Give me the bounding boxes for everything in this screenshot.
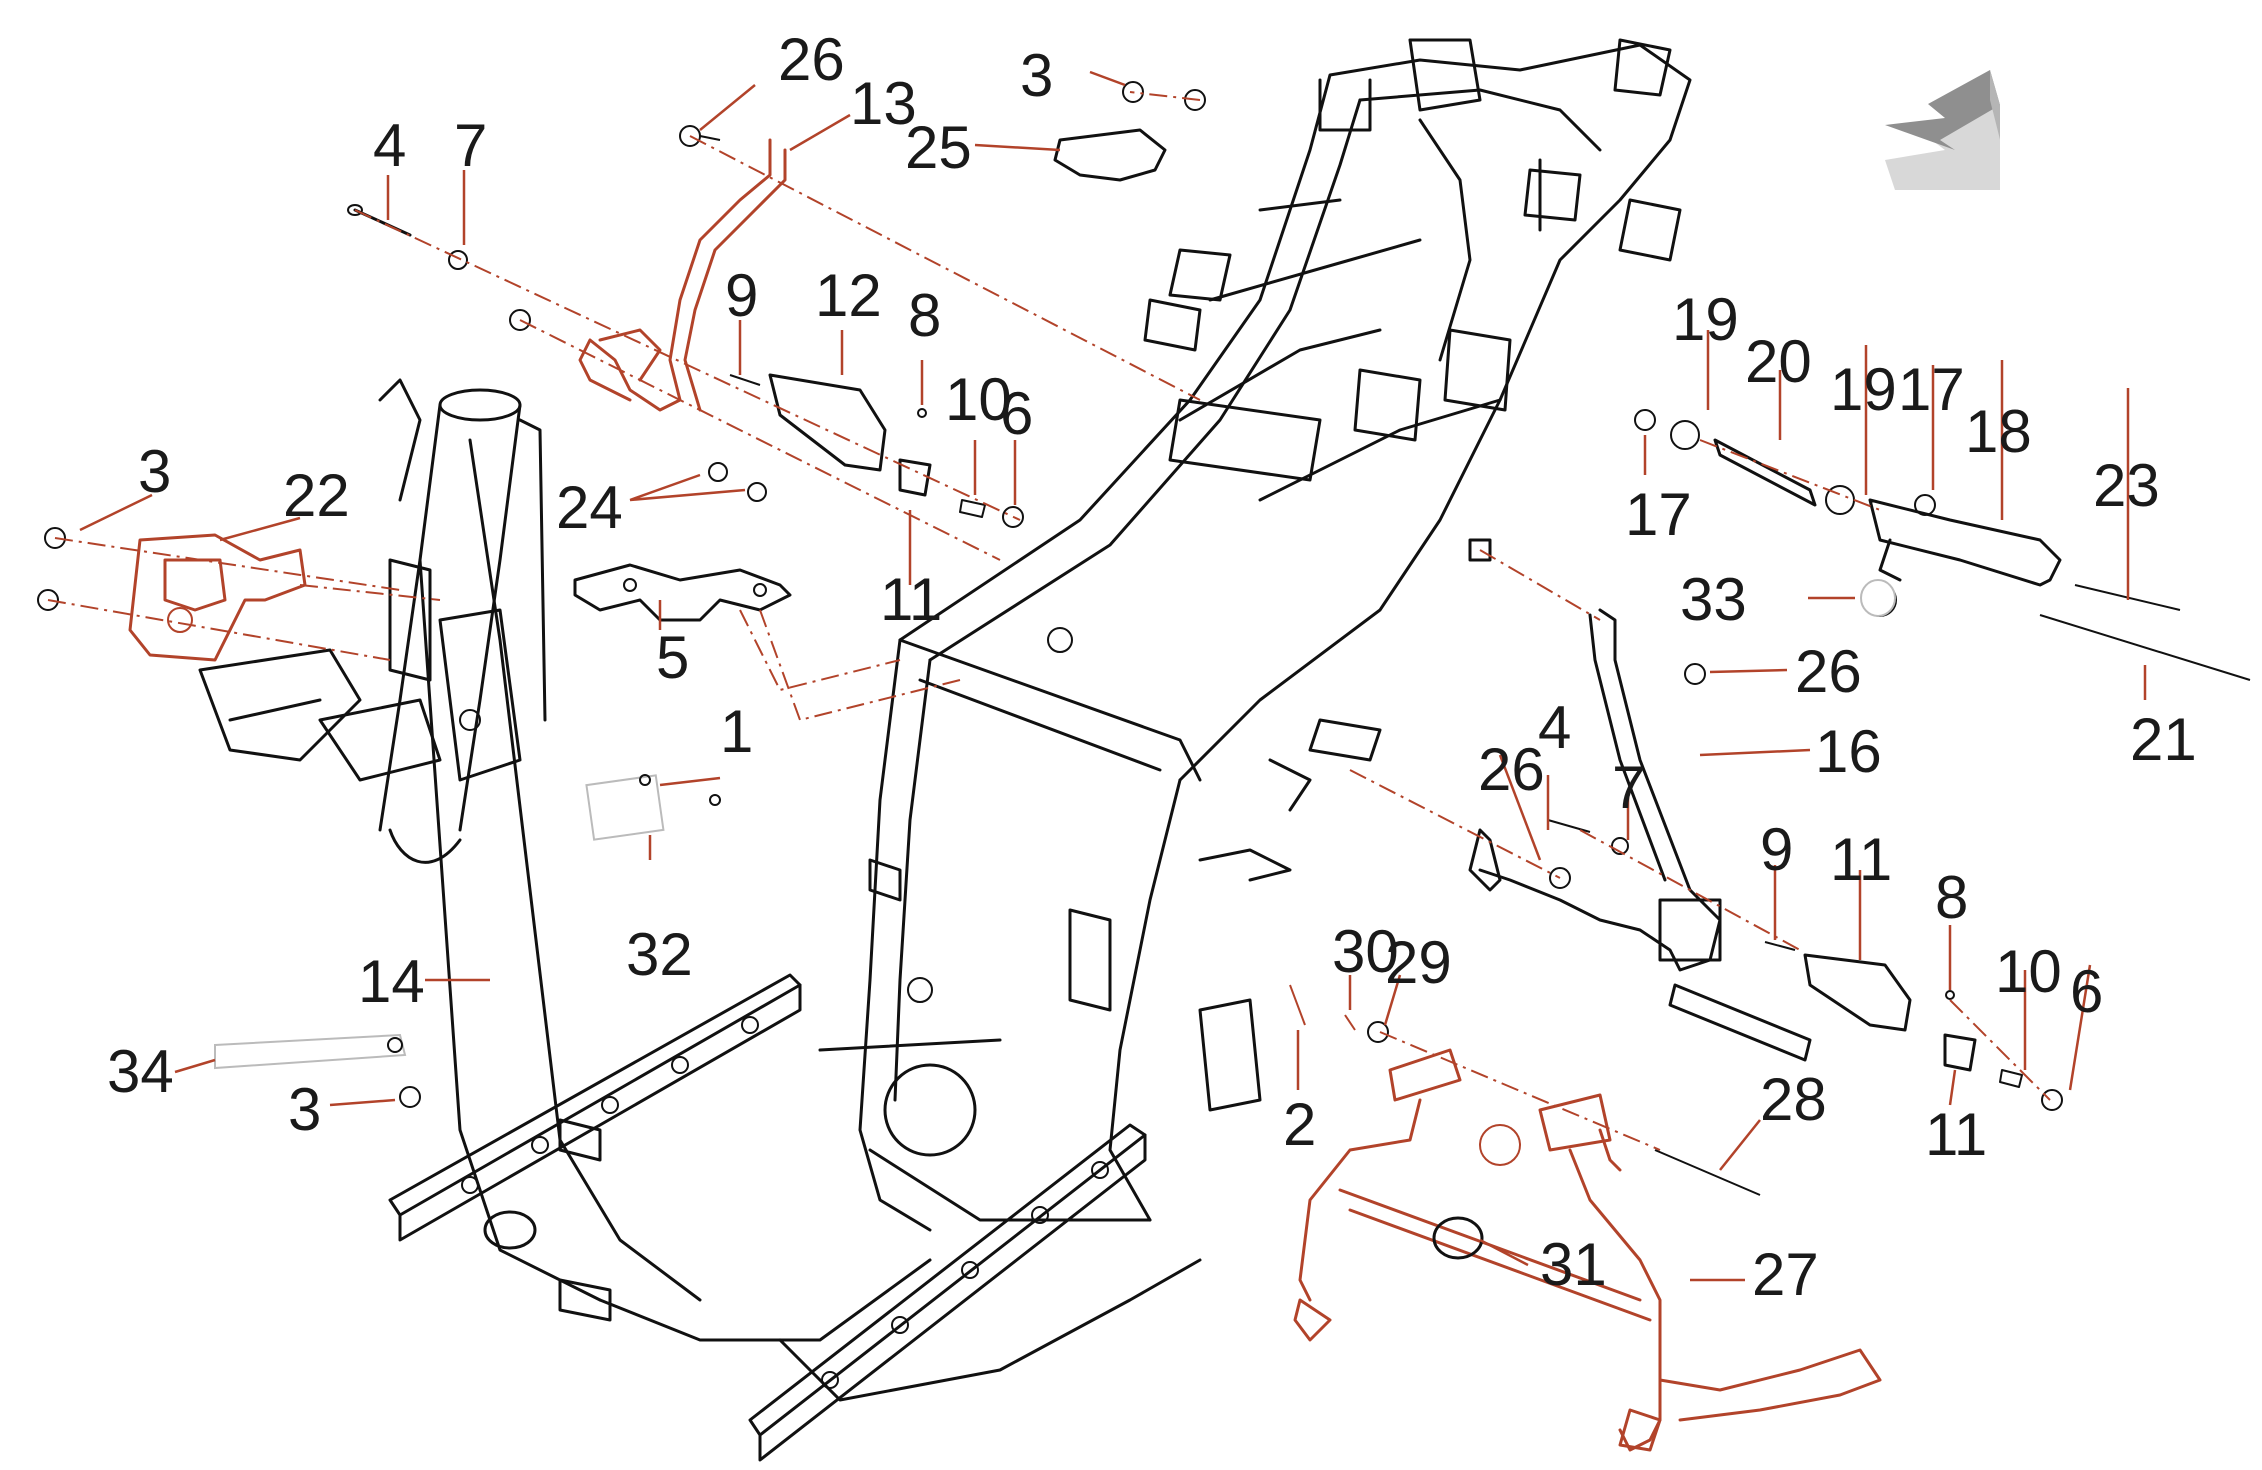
callout-26-right: 26 [1795, 638, 1862, 705]
leader-lines [79, 70, 2147, 1282]
callout-5: 5 [656, 624, 689, 691]
callout-9-left: 9 [725, 262, 758, 329]
callout-24: 24 [556, 474, 623, 541]
callout-8-right: 8 [1935, 864, 1968, 931]
footrest-bracket-left [578, 138, 787, 412]
callout-labels: 4 7 26 13 3 25 9 12 8 10 6 11 3 22 24 5 … [107, 26, 2197, 1308]
callout-8-left: 8 [908, 282, 941, 349]
callout-12: 11 [1830, 826, 1892, 893]
callout-4-top-left: 4 [373, 112, 406, 179]
callout-10-right: 10 [1995, 938, 2062, 1005]
callout-9-right: 9 [1760, 816, 1793, 883]
callout-18: 18 [1965, 398, 2032, 465]
mounting-plate [573, 563, 792, 622]
callout-22: 22 [283, 462, 350, 529]
callout-28: 28 [1760, 1066, 1827, 1133]
footrest-bracket-right [1468, 608, 1722, 972]
callout-19-a: 19 [1672, 286, 1739, 353]
right-footboard-rail [748, 1123, 1147, 1462]
callout-7-right: 7 [1612, 754, 1645, 821]
label-plate-32 [585, 774, 665, 841]
steering-head-and-downtube [198, 378, 702, 1322]
callout-14: 14 [358, 948, 425, 1015]
main-stand [1293, 1048, 1882, 1452]
callout-6-left: 6 [1000, 380, 1033, 447]
front-bracket [128, 533, 307, 662]
callout-3-lower: 3 [288, 1076, 321, 1143]
callout-17-b: 17 [1625, 481, 1692, 548]
callout-10-left: 10 [945, 366, 1012, 433]
callout-3-top: 3 [1020, 42, 1053, 109]
callout-29: 29 [1385, 929, 1452, 996]
left-footboard-rail [388, 973, 802, 1242]
callout-27: 27 [1752, 1241, 1819, 1308]
callout-34: 34 [107, 1038, 174, 1105]
assembly-dash-lines [47, 91, 2051, 1151]
callout-4-right: 4 [1538, 694, 1571, 761]
callout-26-top: 26 [778, 26, 845, 93]
callout-16: 16 [1815, 718, 1882, 785]
callout-6-right: 6 [2070, 958, 2103, 1025]
direction-arrow-icon [1885, 70, 2000, 190]
callout-17-a: 17 [1898, 356, 1965, 423]
main-frame [388, 38, 1692, 1462]
callout-15: 12 [815, 262, 882, 329]
callout-20: 20 [1745, 328, 1812, 395]
callout-11-left: 11 [880, 566, 942, 633]
bracket-34 [214, 1033, 407, 1070]
callout-11-right: 11 [1925, 1101, 1987, 1168]
callout-23: 23 [2093, 452, 2160, 519]
callout-19-b: 19 [1830, 356, 1897, 423]
callout-31: 31 [1540, 1231, 1607, 1298]
callout-32: 32 [626, 921, 693, 988]
callout-33: 33 [1680, 566, 1747, 633]
callout-1: 1 [720, 698, 753, 765]
callout-26-mid: 26 [1478, 736, 1545, 803]
callout-21: 21 [2130, 706, 2197, 773]
callout-30: 30 [1332, 918, 1399, 985]
callout-7-top-left: 7 [454, 112, 487, 179]
small-parts [37, 81, 2251, 1260]
callout-13: 13 [850, 70, 917, 137]
callout-25: 25 [905, 114, 972, 181]
callout-3-left: 3 [138, 438, 171, 505]
callout-2: 2 [1283, 1091, 1316, 1158]
